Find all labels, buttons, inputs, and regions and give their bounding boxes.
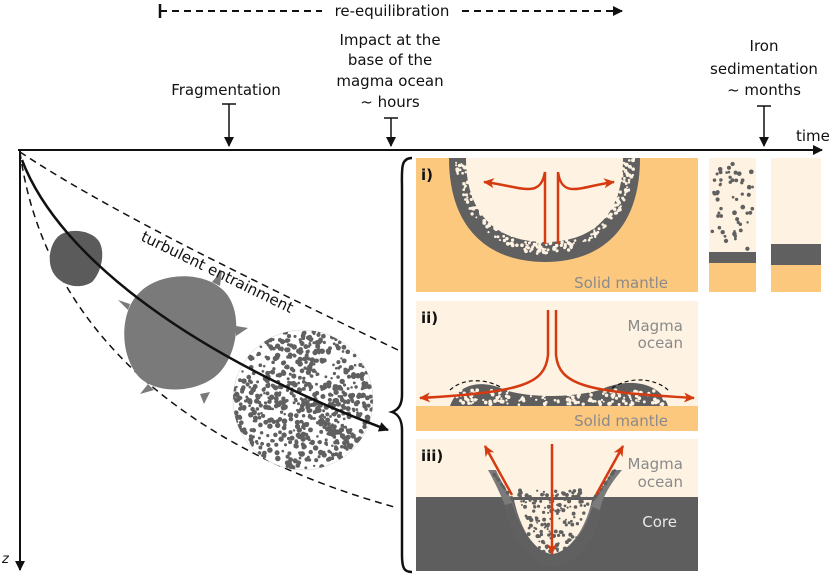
re-equilibration-arrow: re-equilibration bbox=[158, 2, 623, 20]
panel-iii-magma-label-1: Magma bbox=[628, 455, 683, 473]
panel-iii: iii) Magma ocean Core bbox=[416, 439, 698, 571]
iron-diapir-blob bbox=[49, 230, 103, 287]
panel-iii-core-label: Core bbox=[642, 513, 677, 531]
panel-ii: ii) Magma ocean Solid mantle bbox=[416, 301, 698, 431]
event-sedimentation-line-3: ~ months bbox=[727, 81, 801, 99]
sedimentation-column-late bbox=[771, 158, 821, 292]
panel-ii-solid-mantle-label: Solid mantle bbox=[574, 412, 668, 430]
event-sedimentation-line-1: Iron bbox=[750, 37, 779, 55]
event-impact-line-2: base of the bbox=[348, 51, 432, 69]
time-axis-label: time bbox=[796, 127, 830, 145]
panel-iii-id: iii) bbox=[421, 447, 443, 465]
panel-i-solid-mantle-label: Solid mantle bbox=[574, 274, 668, 292]
fragmenting-blob bbox=[118, 270, 248, 404]
time-axis: time bbox=[18, 127, 830, 155]
event-fragmentation-label: Fragmentation bbox=[171, 81, 281, 99]
event-impact-line-3: magma ocean bbox=[336, 72, 443, 90]
panel-i-id: i) bbox=[421, 166, 433, 184]
event-fragmentation: Fragmentation bbox=[171, 81, 281, 147]
sedimentation-column-early bbox=[709, 158, 756, 292]
entrainment-envelope bbox=[19, 151, 399, 509]
event-impact-line-1: Impact at the bbox=[339, 31, 440, 49]
panel-i: i) Solid mantle bbox=[416, 158, 698, 292]
re-equilibration-label: re-equilibration bbox=[335, 2, 450, 20]
panel-brace bbox=[388, 156, 413, 574]
fragmented-droplet-cloud bbox=[232, 329, 374, 471]
panel-ii-id: ii) bbox=[421, 309, 438, 327]
depth-axis: z bbox=[1, 150, 25, 571]
panel-ii-magma-label-2: ocean bbox=[638, 334, 683, 352]
panel-ii-magma-label-1: Magma bbox=[628, 317, 683, 335]
panel-iii-magma-label-2: ocean bbox=[638, 473, 683, 491]
event-impact: Impact at the base of the magma ocean ~ … bbox=[336, 31, 444, 147]
event-sedimentation-line-2: sedimentation bbox=[710, 60, 818, 78]
depth-axis-label: z bbox=[1, 552, 10, 567]
event-impact-line-4: ~ hours bbox=[360, 93, 420, 111]
event-sedimentation: Iron sedimentation ~ months bbox=[710, 37, 818, 147]
